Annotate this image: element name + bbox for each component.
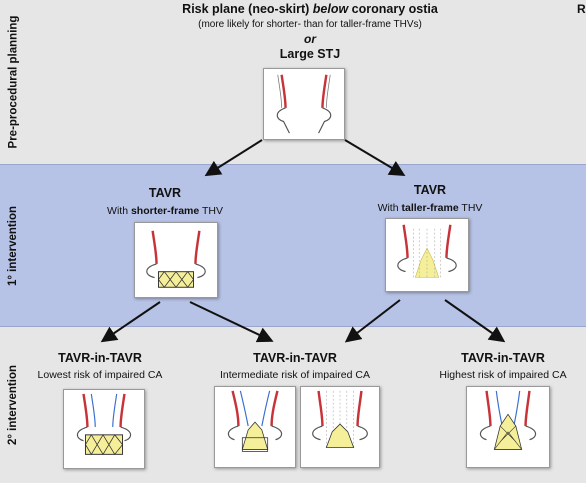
tavr-in-tavr-right-title: TAVR-in-TAVR: [461, 351, 545, 365]
arrow-taller-to-highest: [444, 299, 506, 343]
arrow-pre-to-taller: [344, 139, 406, 177]
corner-letter: R: [577, 2, 586, 16]
tavr-in-tavr-left-title: TAVR-in-TAVR: [58, 351, 142, 365]
lowest-risk-illustration: [63, 389, 145, 469]
tavr-left-title: TAVR: [148, 186, 182, 200]
arrow-shorter-to-intermediate: [189, 301, 274, 343]
taller-frame-thv-illustration: [385, 218, 469, 292]
risk-plane-subtitle: (more likely for shorter- than for talle…: [198, 19, 422, 30]
tavr-in-tavr-right-subtitle: Highest risk of impaired CA: [439, 369, 567, 381]
intermediate-risk-illustration-a: [214, 386, 296, 468]
large-stj-illustration: [263, 68, 345, 140]
tavr-right-title: TAVR: [413, 183, 447, 197]
intermediate-risk-illustration-b: [300, 386, 380, 468]
or-text: or: [304, 32, 316, 46]
tavr-right-subtitle: With taller-frame THV: [377, 202, 483, 214]
large-stj-label: Large STJ: [279, 47, 341, 61]
risk-plane-title: Risk plane (neo-skirt) below coronary os…: [182, 2, 438, 16]
tavr-in-tavr-middle-title: TAVR-in-TAVR: [253, 351, 337, 365]
arrow-pre-to-shorter: [204, 139, 263, 177]
tavr-left-subtitle: With shorter-frame THV: [107, 205, 223, 217]
shorter-frame-thv-illustration: [134, 222, 218, 298]
highest-risk-illustration: [466, 386, 550, 468]
arrow-taller-to-intermediate: [344, 299, 401, 343]
tavr-in-tavr-left-subtitle: Lowest risk of impaired CA: [37, 369, 163, 381]
first-intervention-band: [0, 164, 586, 327]
tavr-in-tavr-middle-subtitle: Intermediate risk of impaired CA: [220, 369, 370, 381]
arrow-shorter-to-lowest: [100, 301, 161, 343]
